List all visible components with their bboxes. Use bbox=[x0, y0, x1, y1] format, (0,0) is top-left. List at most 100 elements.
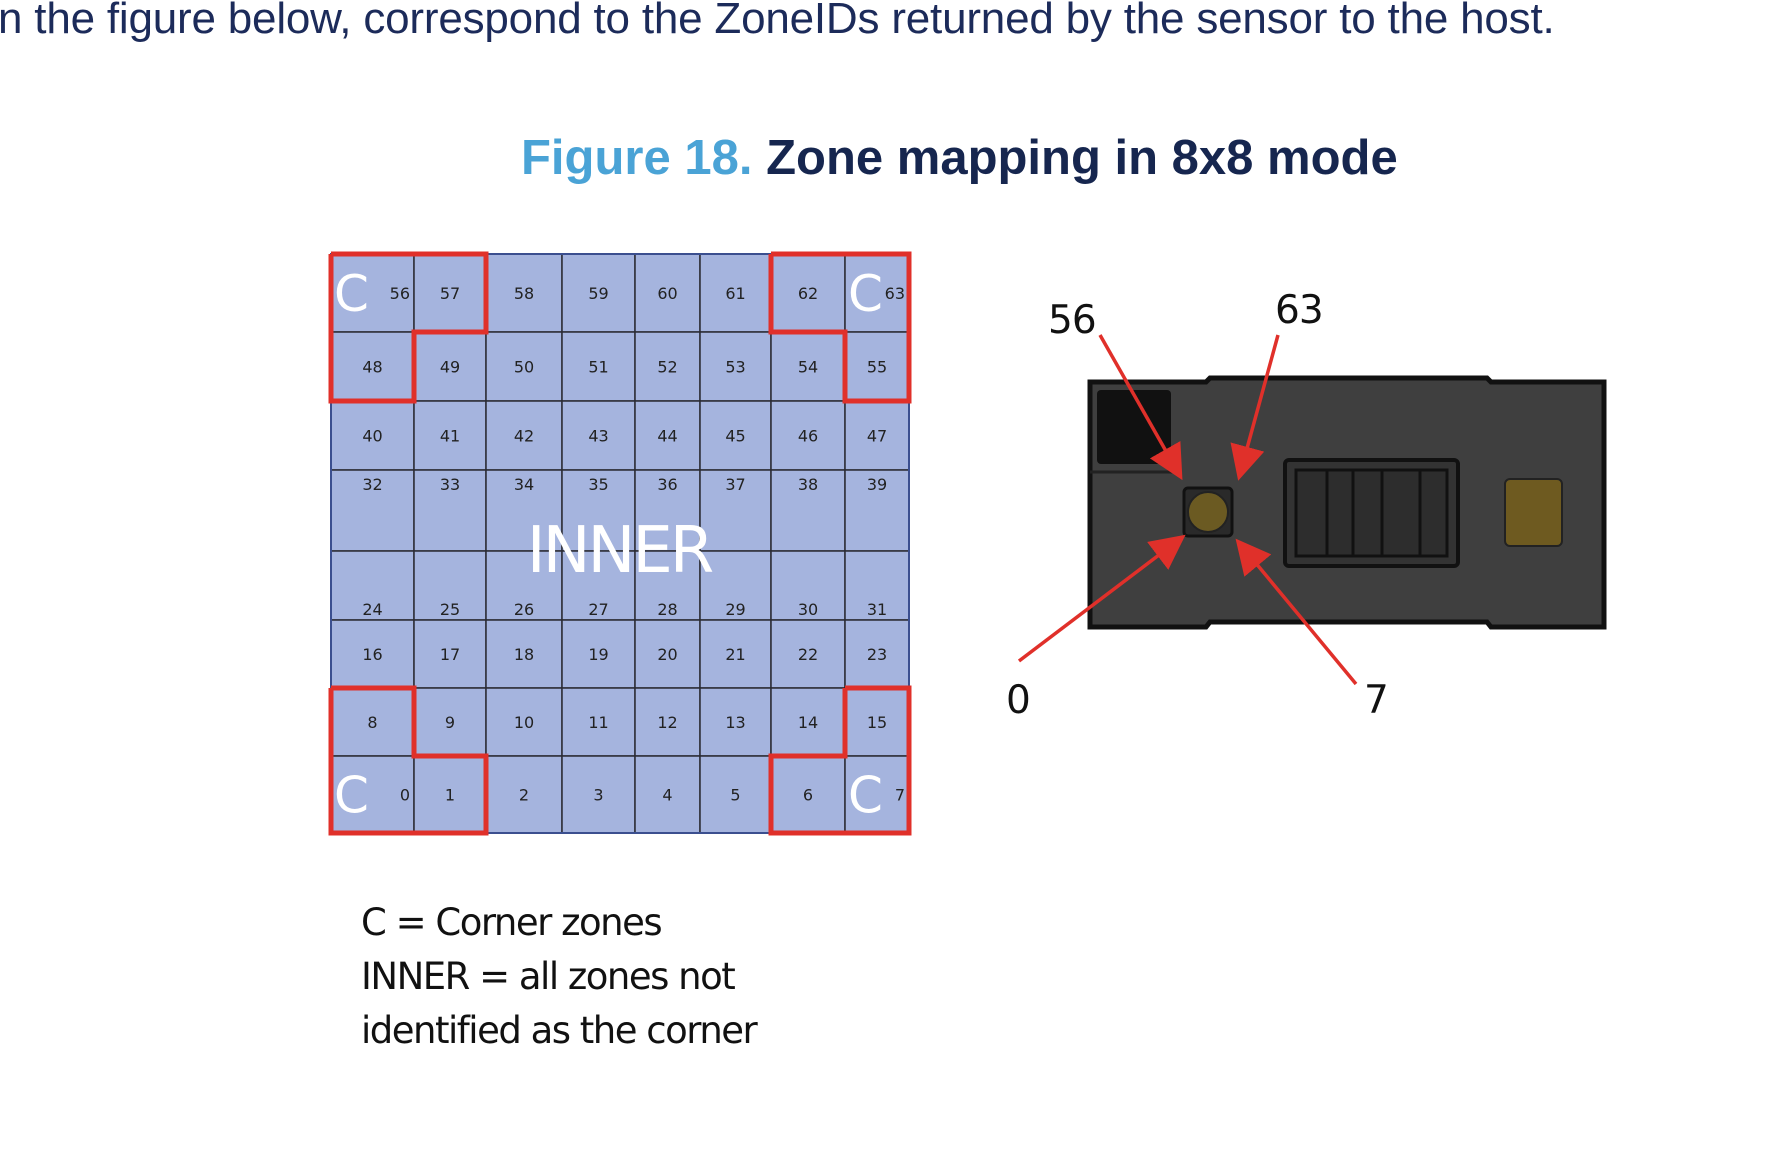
zone-cell-bg bbox=[485, 331, 563, 402]
zone-cell: 14 bbox=[770, 687, 846, 757]
zone-id: 41 bbox=[440, 427, 460, 446]
inner-label: INNER bbox=[527, 514, 713, 588]
zone-id: 10 bbox=[514, 713, 534, 732]
zone-id: 20 bbox=[657, 645, 677, 664]
zone-cell-bg bbox=[485, 469, 563, 552]
sensor-lens bbox=[1187, 491, 1229, 533]
zone-id: 22 bbox=[798, 645, 818, 664]
zone-cell: 13 bbox=[699, 687, 772, 757]
corner-mark: C bbox=[334, 265, 369, 323]
zone-id: 62 bbox=[798, 284, 818, 303]
zone-cell-bg bbox=[699, 469, 772, 552]
zone-id: 14 bbox=[798, 713, 818, 732]
corner-outline-top-right bbox=[768, 251, 912, 404]
zone-id: 63 bbox=[885, 284, 905, 303]
arrow-56 bbox=[1098, 334, 1183, 481]
intro-text: n the figure below, correspond to the Zo… bbox=[0, 0, 1555, 43]
zone-cell-bg bbox=[634, 550, 701, 621]
zone-cell-bg bbox=[770, 687, 846, 757]
zone-cell-bg bbox=[699, 755, 772, 834]
zone-id: 1 bbox=[445, 786, 455, 805]
zone-cell-bg bbox=[699, 687, 772, 757]
corner-outline-bottom-right bbox=[768, 685, 912, 836]
zone-cell-bg bbox=[561, 331, 636, 402]
zone-cell: 30 bbox=[770, 550, 846, 621]
zone-cell: 1 bbox=[413, 755, 487, 834]
zone-id: 19 bbox=[588, 645, 608, 664]
zone-id: 40 bbox=[362, 427, 382, 446]
zone-id: 15 bbox=[867, 713, 887, 732]
zone-cell-bg bbox=[330, 619, 415, 689]
zone-id: 42 bbox=[514, 427, 534, 446]
zone-id: 47 bbox=[867, 427, 887, 446]
zone-cell: 55 bbox=[844, 331, 910, 402]
zone-cell-bg bbox=[413, 687, 487, 757]
zone-id: 12 bbox=[657, 713, 677, 732]
zone-cell: 48 bbox=[330, 331, 415, 402]
zone-id: 39 bbox=[867, 475, 887, 494]
zone-cell: 20 bbox=[634, 619, 701, 689]
zone-id: 13 bbox=[725, 713, 745, 732]
zone-id: 8 bbox=[367, 713, 377, 732]
zone-id: 6 bbox=[803, 786, 813, 805]
zone-id: 57 bbox=[440, 284, 460, 303]
zone-cell: 16 bbox=[330, 619, 415, 689]
corner-outline-top-left bbox=[328, 251, 489, 404]
zone-cell-bg bbox=[413, 550, 487, 621]
zone-id: 30 bbox=[798, 600, 818, 619]
zone-cell: 2 bbox=[485, 755, 563, 834]
legend-inner-cont: identified as the corner bbox=[361, 1009, 758, 1052]
zone-cell: 28 bbox=[634, 550, 701, 621]
zone-cell: 35 bbox=[561, 469, 636, 552]
zone-cell: 25 bbox=[413, 550, 487, 621]
zone-id: 32 bbox=[362, 475, 382, 494]
zone-cell: 18 bbox=[485, 619, 563, 689]
figure-number: Figure 18. bbox=[521, 131, 753, 185]
corner-mark: C bbox=[334, 767, 369, 825]
zone-cell-bg bbox=[770, 619, 846, 689]
corner-outline-bottom-left bbox=[328, 685, 489, 836]
zone-cell: 43 bbox=[561, 400, 636, 471]
zone-id: 49 bbox=[440, 358, 460, 377]
zone-id: 37 bbox=[725, 475, 745, 494]
zone-cell: 11 bbox=[561, 687, 636, 757]
zone-cell-bg bbox=[770, 550, 846, 621]
zone-cell: 3 bbox=[561, 755, 636, 834]
zone-cell-bg bbox=[634, 331, 701, 402]
zone-cell-bg bbox=[699, 331, 772, 402]
zone-id: 27 bbox=[588, 600, 608, 619]
zone-cell-bg bbox=[413, 400, 487, 471]
zone-cell: 19 bbox=[561, 619, 636, 689]
zone-id: 26 bbox=[514, 600, 534, 619]
zone-cell: 38 bbox=[770, 469, 846, 552]
arrow-63 bbox=[1230, 334, 1280, 481]
zone-id: 11 bbox=[588, 713, 608, 732]
zone-cell: 59 bbox=[561, 253, 636, 333]
zone-id: 23 bbox=[867, 645, 887, 664]
zone-cell: 29 bbox=[699, 550, 772, 621]
zone-id: 25 bbox=[440, 600, 460, 619]
figure-caption: Figure 18. Zone mapping in 8x8 mode bbox=[521, 130, 1398, 186]
zone-id: 9 bbox=[445, 713, 455, 732]
zone-cell: 5 bbox=[699, 755, 772, 834]
zone-cell: 22 bbox=[770, 619, 846, 689]
zone-cell-bg bbox=[699, 619, 772, 689]
arrow-7 bbox=[1235, 538, 1358, 686]
zone-cell: 8 bbox=[330, 687, 415, 757]
zone-cell: 33 bbox=[413, 469, 487, 552]
zone-cell-bg bbox=[699, 550, 772, 621]
sensor-pad bbox=[1504, 478, 1563, 547]
zone-cell-bg bbox=[844, 619, 910, 689]
zone-cell: 50 bbox=[485, 331, 563, 402]
zone-id: 59 bbox=[588, 284, 608, 303]
zone-id: 5 bbox=[730, 786, 740, 805]
zone-id: 61 bbox=[725, 284, 745, 303]
legend-corner: C = Corner zones bbox=[361, 901, 663, 944]
sensor-label-7: 7 bbox=[1364, 678, 1388, 723]
zone-id: 34 bbox=[514, 475, 534, 494]
zone-cell-bg bbox=[485, 253, 563, 333]
zone-cell: 52 bbox=[634, 331, 701, 402]
